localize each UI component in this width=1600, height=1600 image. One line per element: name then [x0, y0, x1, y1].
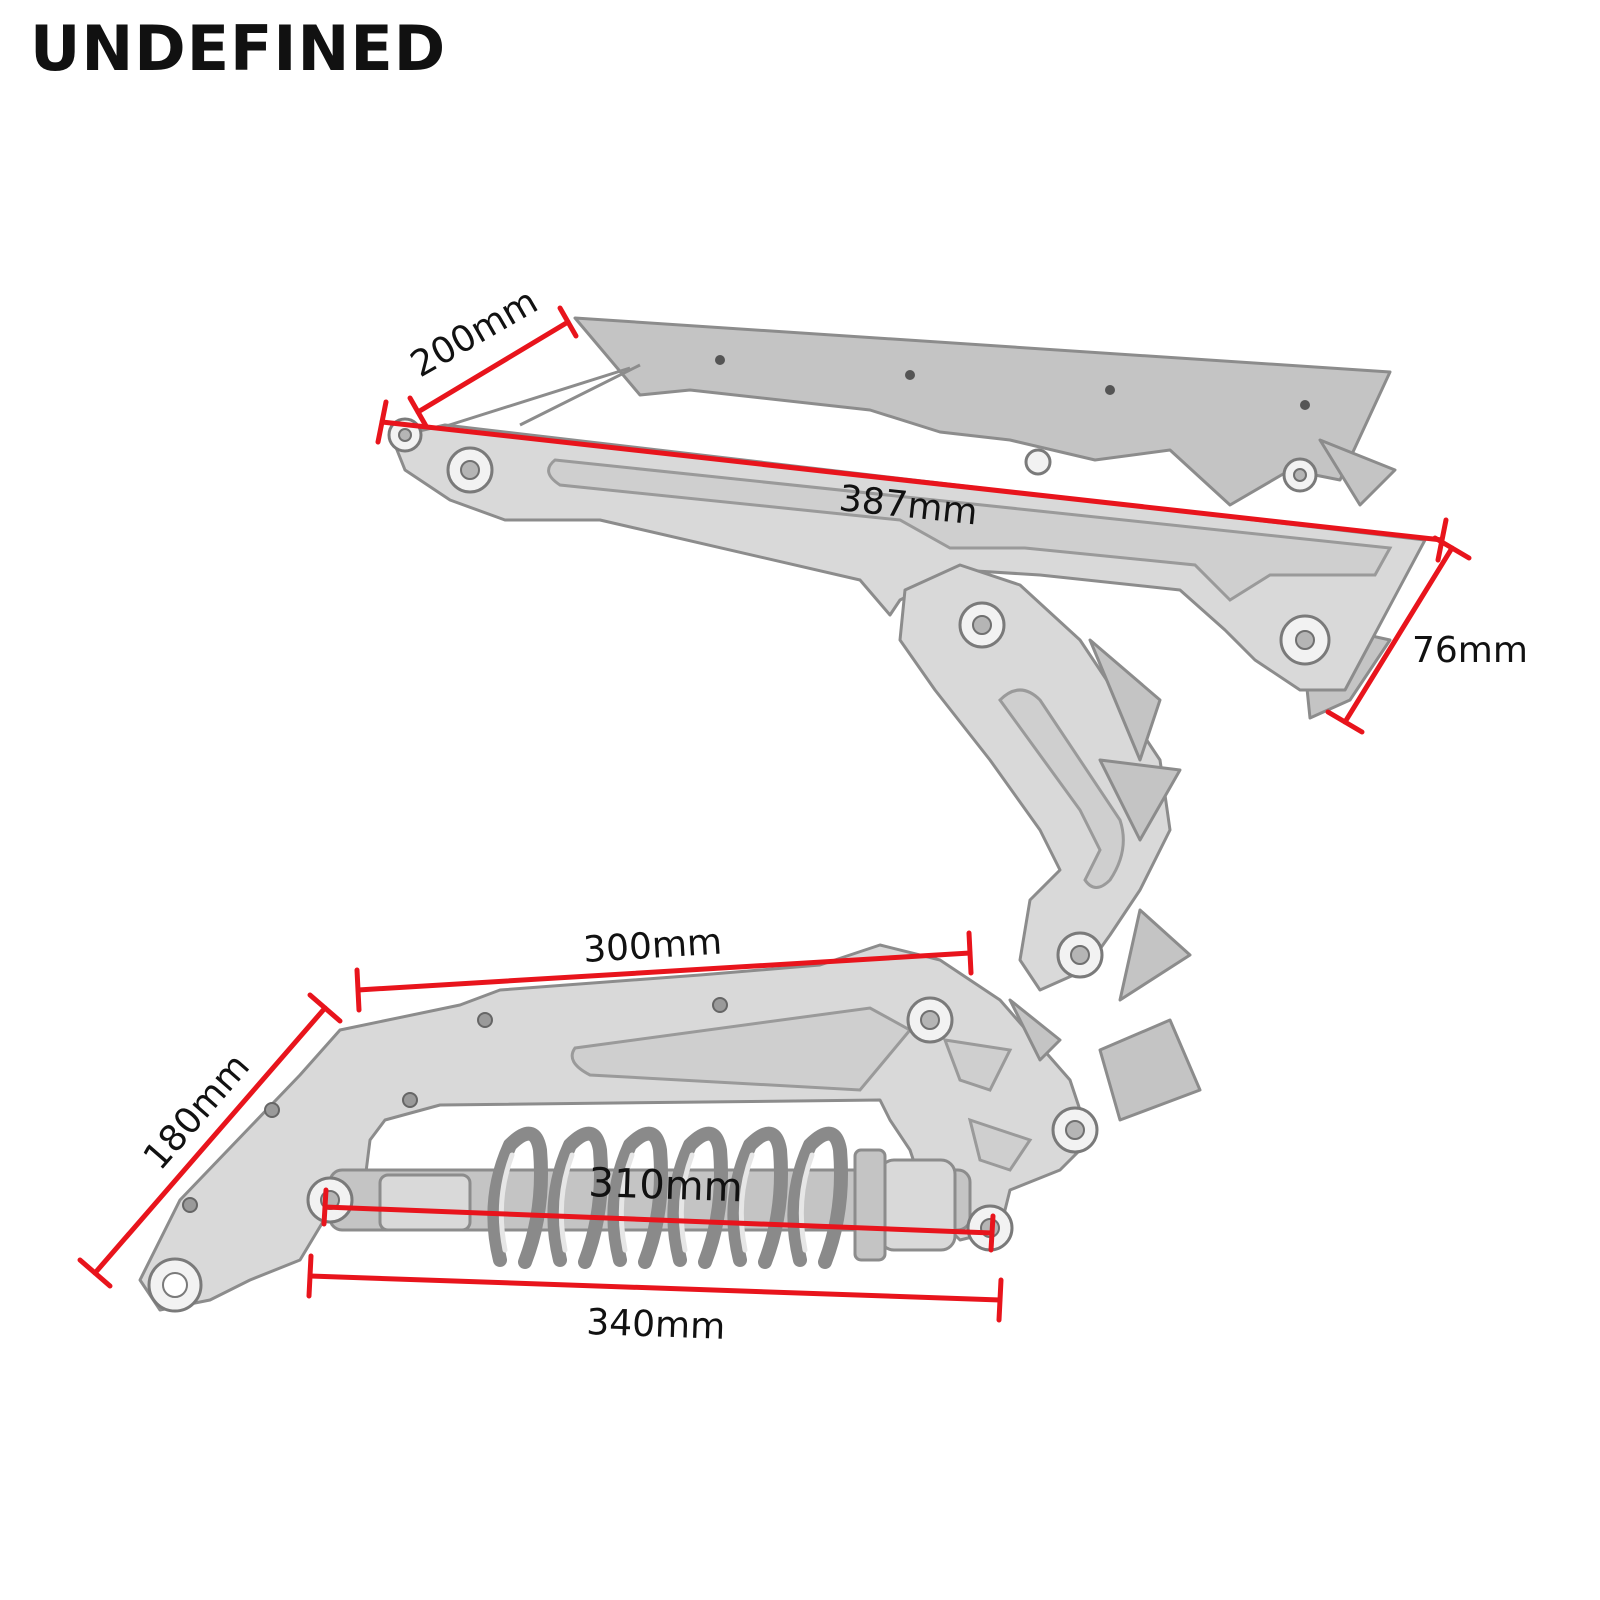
- dim-300-tick-b: [966, 930, 974, 976]
- dim-180-line: [92, 1005, 328, 1276]
- arm-slot: [998, 688, 1125, 889]
- lower-hole-4: [264, 1102, 280, 1118]
- dim-200-label: 200mm: [404, 281, 545, 386]
- spring: [487, 1126, 848, 1269]
- cross-bar-lower: [519, 363, 641, 427]
- dim-310-tick-a: [321, 1187, 329, 1227]
- dim-200-tick-b: [557, 305, 579, 339]
- arm-bracket-1: [1088, 638, 1162, 762]
- dim-200-line: [415, 319, 571, 415]
- dim-200-tick-a: [407, 395, 429, 429]
- rail-slot: [547, 458, 1393, 602]
- hole-1: [715, 355, 725, 365]
- dim-310-tick-b: [988, 1213, 996, 1253]
- bolt-5: [1282, 457, 1318, 493]
- dim-300-line: [355, 950, 973, 993]
- arm-bracket-2: [1098, 758, 1182, 842]
- lower-mount-eye: [147, 1257, 203, 1313]
- bolt-3: [958, 601, 1006, 649]
- lower-bolt-2: [1051, 1106, 1099, 1154]
- lower-hole-1: [477, 1012, 493, 1028]
- bracket-rear-2: [1318, 438, 1397, 507]
- shock-collar: [853, 1148, 887, 1262]
- lower-bolt-3: [306, 1176, 354, 1224]
- bolt-2: [446, 446, 494, 494]
- bolt-6: [1024, 448, 1052, 476]
- shock-top-cap: [878, 1158, 957, 1252]
- lower-bracket-2: [1008, 998, 1062, 1062]
- dim-300-tick-a: [354, 967, 362, 1013]
- dim-340-line: [307, 1273, 1003, 1303]
- lower-bolt-1: [906, 996, 954, 1044]
- lower-hole-2: [712, 997, 728, 1013]
- dim-340-label: 340mm: [586, 1302, 726, 1348]
- hole-3: [1105, 385, 1115, 395]
- upper-frame: [387, 316, 1427, 1002]
- lower-bracket-1: [1098, 1018, 1202, 1122]
- lower-assembly: [138, 943, 1202, 1313]
- hole-4: [1300, 400, 1310, 410]
- dim-76-tick-b: [1325, 709, 1365, 735]
- dim-387-tick-a: [375, 399, 389, 445]
- dim-310-label: 310mm: [588, 1160, 744, 1211]
- dim-387-line: [379, 419, 1445, 543]
- bolt-7: [1056, 931, 1104, 979]
- cross-bar-upper: [439, 366, 631, 430]
- hole-2: [905, 370, 915, 380]
- dim-76-label: 76mm: [1412, 630, 1528, 671]
- lower-arm-slot: [570, 1006, 913, 1092]
- dimension-lines: [77, 305, 1472, 1323]
- dim-340-tick-a: [306, 1253, 314, 1299]
- dim-180-tick-a: [77, 1257, 113, 1289]
- lower-hole-5: [182, 1197, 198, 1213]
- dim-340-tick-b: [996, 1277, 1004, 1323]
- bolt-4: [1279, 614, 1331, 666]
- rear-plate: [573, 316, 1392, 507]
- dim-76-line: [1342, 545, 1455, 725]
- lower-hole-3: [402, 1092, 418, 1108]
- dim-180-tick-b: [307, 992, 343, 1024]
- lower-plate-slot-1: [942, 1038, 1013, 1092]
- dim-76-tick-a: [1432, 535, 1472, 561]
- lower-plate-slot-2: [967, 1117, 1033, 1172]
- dim-310-line: [322, 1204, 995, 1236]
- dim-300-label: 300mm: [582, 922, 723, 971]
- bolt-1: [387, 417, 423, 453]
- brand-title: UNDEFINED: [30, 12, 447, 85]
- shock-bottom-eye: [378, 1173, 472, 1232]
- arm-bracket-3: [1118, 908, 1192, 1002]
